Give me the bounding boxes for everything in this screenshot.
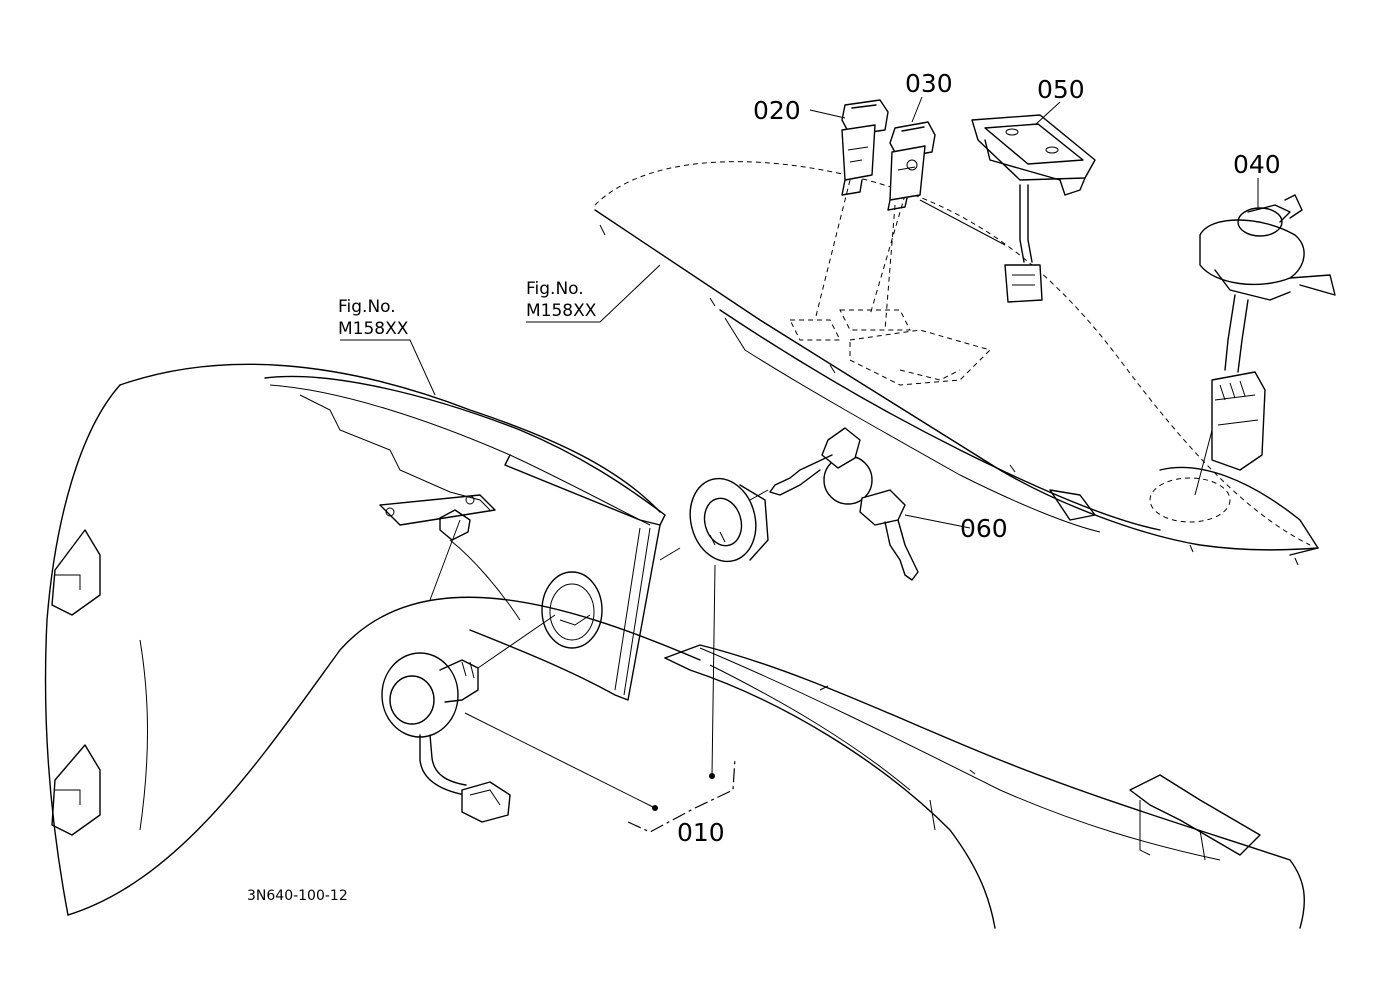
fig-ref-right-line1: Fig.No. <box>526 279 584 299</box>
callout-030: 030 <box>905 69 953 98</box>
key-switch-010 <box>381 614 556 823</box>
left-fender-panel <box>44 363 701 916</box>
lamp-050 <box>971 114 1096 303</box>
upper-right-dash-cover <box>594 161 1319 566</box>
callout-020: 020 <box>753 96 801 125</box>
keys-060 <box>749 427 971 581</box>
switch-020 <box>841 99 889 196</box>
center-switch-panel <box>429 454 661 701</box>
assembly-bracket-010 <box>627 757 736 833</box>
dashboard-upper-cover <box>264 375 666 541</box>
callout-050: 050 <box>1037 75 1085 104</box>
callout-010: 010 <box>677 818 725 847</box>
ignition-switch-040 <box>1199 194 1336 471</box>
callout-060: 060 <box>960 514 1008 543</box>
lower-dash-cover <box>664 644 1305 929</box>
switch-030 <box>887 121 936 211</box>
fig-ref-left-line2: M158XX <box>338 319 409 339</box>
bezel-nut <box>659 477 769 776</box>
fig-ref-right-line2: M158XX <box>526 301 597 321</box>
leader-lines <box>340 96 1259 809</box>
fig-ref-left-line1: Fig.No. <box>338 297 396 317</box>
callout-040: 040 <box>1233 150 1281 179</box>
drawing-number: 3N640-100-12 <box>247 888 348 904</box>
